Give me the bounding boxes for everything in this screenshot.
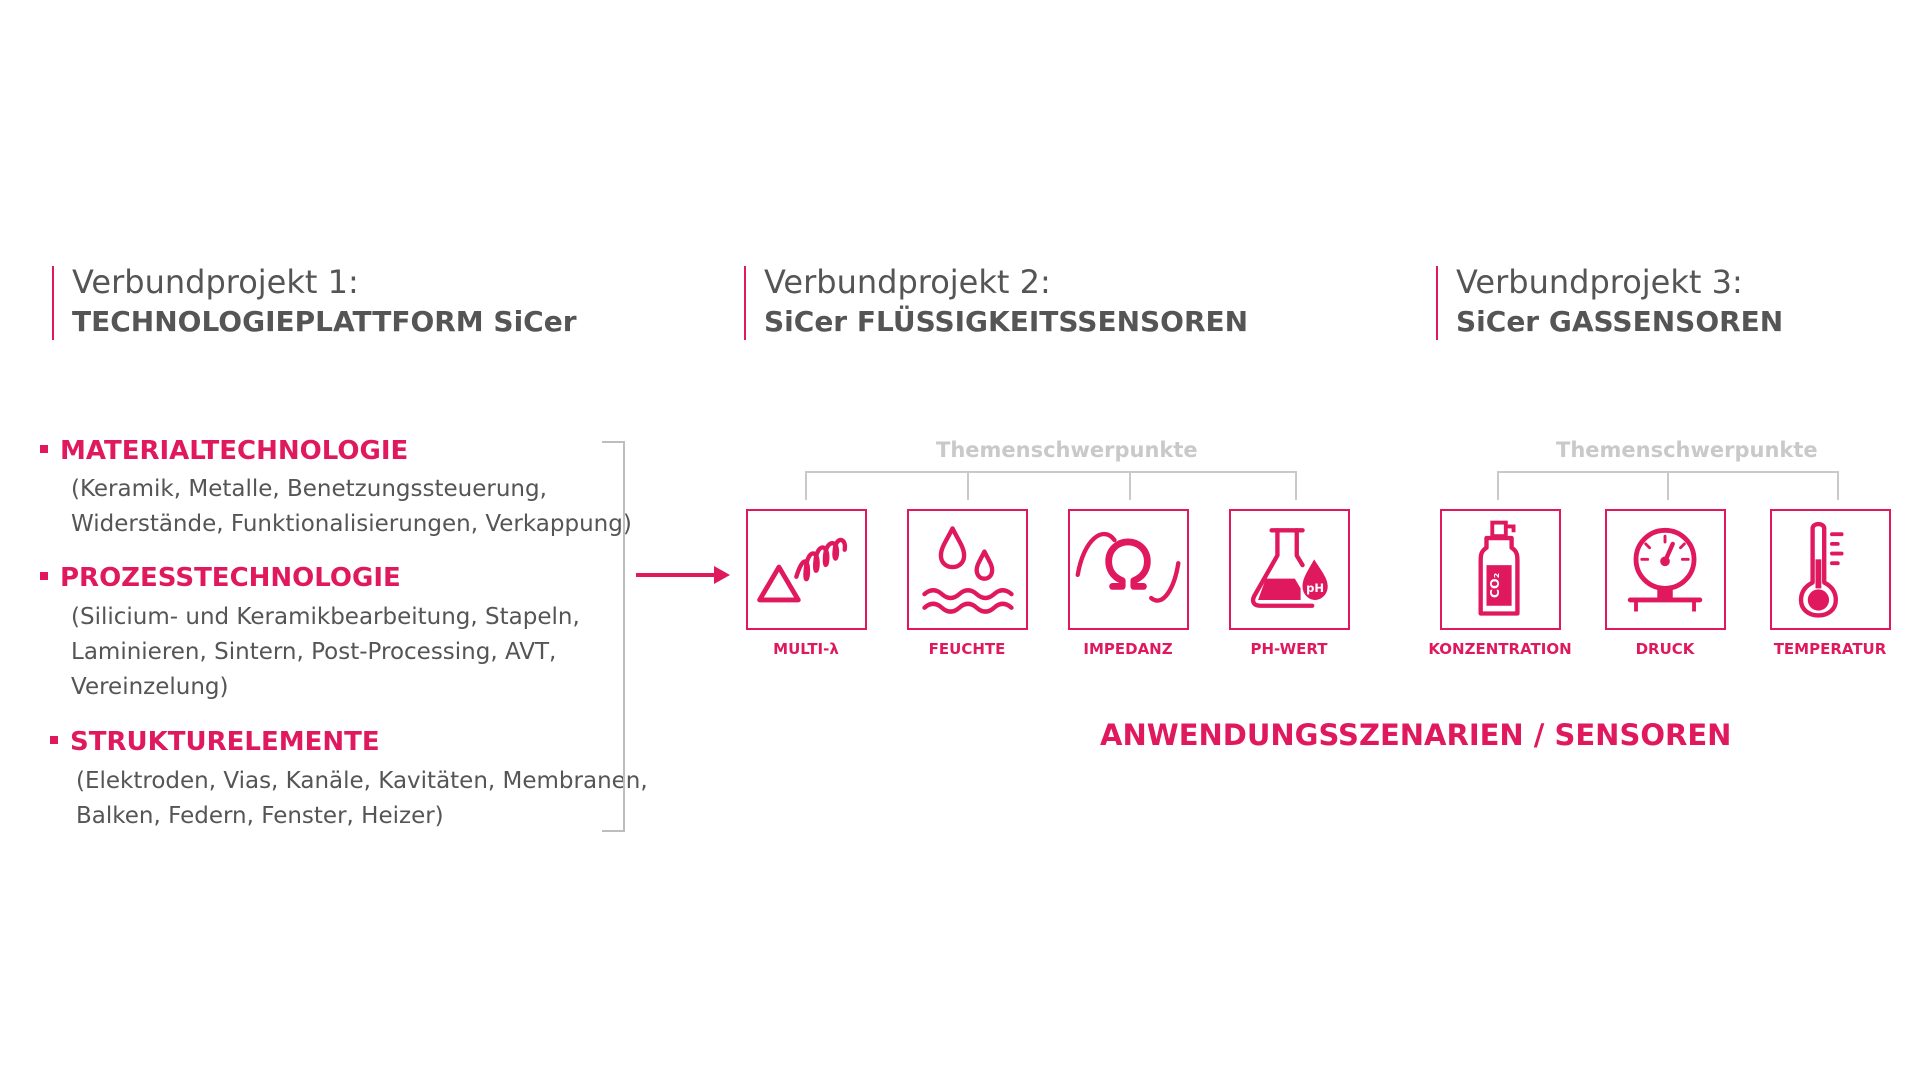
ph-label: PH-WERT xyxy=(1250,640,1328,658)
detail-line: (Keramik, Metalle, Benetzungssteuerung, xyxy=(71,476,547,502)
material-technology-detail: (Keramik, Metalle, Benetzungssteuerung, … xyxy=(71,472,632,542)
multi-lambda-tile xyxy=(746,509,867,630)
process-technology-heading: PROZESSTECHNOLOGIE xyxy=(40,563,401,593)
thermometer-icon xyxy=(1798,521,1844,618)
structure-elements-detail: (Elektroden, Vias, Kanäle, Kavitäten, Me… xyxy=(76,764,648,834)
arrow-right-icon xyxy=(636,566,730,584)
gas-theme-label: Themenschwerpunkte xyxy=(1556,438,1818,462)
concentration-label: KONZENTRATION xyxy=(1428,640,1572,658)
impedance-tile xyxy=(1068,509,1189,630)
detail-line: Widerstände, Funktionalisierungen, Verka… xyxy=(71,511,632,537)
project-1-header: Verbundprojekt 1: TECHNOLOGIEPLATTFORM S… xyxy=(52,263,577,340)
project-3-title: Verbundprojekt 3: xyxy=(1456,263,1743,301)
moisture-tile xyxy=(907,509,1028,630)
concentration-tile: CO₂ xyxy=(1440,509,1561,630)
structure-elements-heading: STRUKTURELEMENTE xyxy=(50,727,380,757)
ph-flask-icon: pH xyxy=(1250,528,1328,608)
ph-icon-text: pH xyxy=(1306,581,1324,595)
gas-theme-connector xyxy=(1497,471,1839,500)
project-2-header: Verbundprojekt 2: SiCer FLÜSSIGKEITSSENS… xyxy=(744,263,1249,340)
pressure-gauge-icon xyxy=(1627,527,1703,612)
detail-line: Balken, Federn, Fenster, Heizer) xyxy=(76,803,444,829)
project-2-subtitle: SiCer FLÜSSIGKEITSSENSOREN xyxy=(764,305,1249,338)
process-technology-detail: (Silicium- und Keramikbearbeitung, Stape… xyxy=(71,600,580,705)
bullet-square-icon xyxy=(40,571,48,580)
bullet-square-icon xyxy=(50,735,58,744)
scenario-label: ANWENDUNGSSZENARIEN / SENSOREN xyxy=(1100,718,1732,752)
bullet-square-icon xyxy=(40,444,48,453)
temperature-tile xyxy=(1770,509,1891,630)
moisture-label: FEUCHTE xyxy=(928,640,1006,658)
project-1-subtitle: TECHNOLOGIEPLATTFORM SiCer xyxy=(72,305,577,338)
project-2-title: Verbundprojekt 2: xyxy=(764,263,1051,301)
fluid-theme-connector xyxy=(805,471,1297,500)
detail-line: (Silicium- und Keramikbearbeitung, Stape… xyxy=(71,604,580,630)
multi-lambda-icon xyxy=(757,537,848,603)
pressure-tile xyxy=(1605,509,1726,630)
technology-bracket xyxy=(602,441,625,832)
multi-lambda-label: MULTI-λ xyxy=(773,640,839,658)
detail-line: (Elektroden, Vias, Kanäle, Kavitäten, Me… xyxy=(76,768,648,794)
impedance-icon xyxy=(1075,531,1181,603)
impedance-label: IMPEDANZ xyxy=(1083,640,1173,658)
co2-icon-text: CO₂ xyxy=(1487,573,1502,598)
detail-line: Vereinzelung) xyxy=(71,674,229,700)
project-1-title: Verbundprojekt 1: xyxy=(72,263,359,301)
pressure-label: DRUCK xyxy=(1635,640,1695,658)
material-technology-heading: MATERIALTECHNOLOGIE xyxy=(40,436,408,466)
fluid-theme-label: Themenschwerpunkte xyxy=(936,438,1198,462)
project-3-header: Verbundprojekt 3: SiCer GASSENSOREN xyxy=(1436,263,1784,340)
temperature-label: TEMPERATUR xyxy=(1773,640,1887,658)
co2-bottle-icon: CO₂ xyxy=(1478,520,1520,616)
ph-tile: pH xyxy=(1229,509,1350,630)
project-3-subtitle: SiCer GASSENSOREN xyxy=(1456,305,1784,338)
moisture-icon xyxy=(922,526,1014,614)
detail-line: Laminieren, Sintern, Post-Processing, AV… xyxy=(71,639,557,665)
